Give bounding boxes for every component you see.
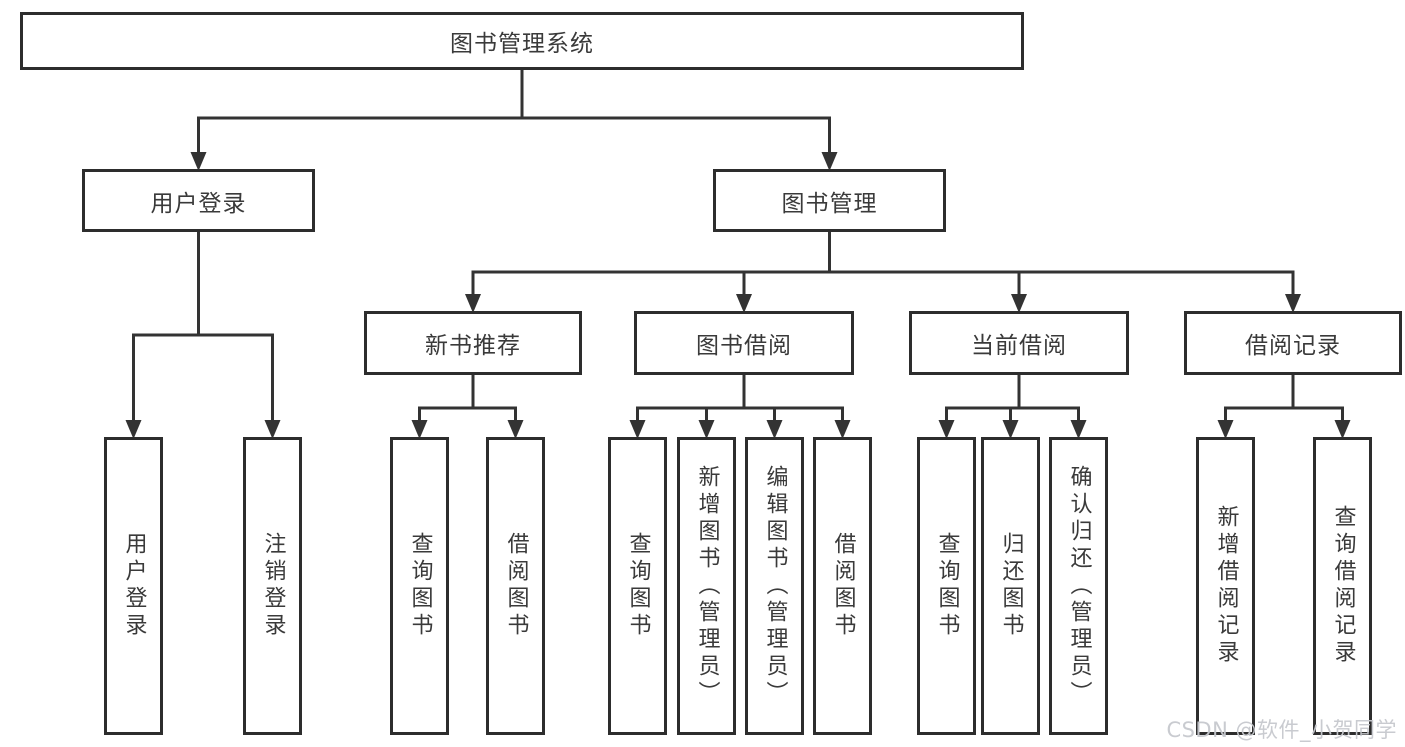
arrowhead-icon — [1217, 420, 1234, 439]
arrowhead-icon — [264, 420, 281, 439]
node-label: 确认归还（管理员） — [1066, 464, 1092, 708]
node-label: 查询借阅记录 — [1330, 505, 1356, 667]
node-login: 用户登录 — [104, 437, 163, 735]
node-cb-return: 归还图书 — [981, 437, 1040, 735]
arrowhead-icon — [698, 420, 715, 439]
node-user-login: 用户登录 — [82, 169, 315, 232]
node-label: 归还图书 — [998, 532, 1024, 640]
arrowhead-icon — [507, 420, 524, 439]
watermark: CSDN @软件_小贺同学 — [1166, 718, 1397, 742]
node-bb-borrow: 借阅图书 — [813, 437, 872, 735]
node-br-add: 新增借阅记录 — [1196, 437, 1255, 735]
node-bb-edit: 编辑图书（管理员） — [745, 437, 804, 735]
arrowhead-icon — [1070, 420, 1087, 439]
node-label: 新书推荐 — [425, 333, 521, 359]
node-label: 用户登录 — [121, 532, 147, 640]
node-book-borrow: 图书借阅 — [634, 311, 854, 375]
node-label: 查询图书 — [934, 532, 960, 640]
node-new-book-rec: 新书推荐 — [364, 311, 582, 375]
arrowhead-icon — [465, 294, 481, 313]
node-label: 新增图书（管理员） — [694, 464, 720, 708]
arrowhead-icon — [938, 420, 955, 439]
node-label: 编辑图书（管理员） — [762, 464, 788, 708]
node-label: 图书借阅 — [696, 333, 792, 359]
node-current-borrow: 当前借阅 — [909, 311, 1129, 375]
node-label: 借阅记录 — [1245, 333, 1341, 359]
arrowhead-icon — [1334, 420, 1351, 439]
node-label: 用户登录 — [150, 190, 247, 217]
node-label: 查询图书 — [407, 532, 433, 640]
node-root: 图书管理系统 — [20, 12, 1024, 70]
node-borrow-records: 借阅记录 — [1184, 311, 1402, 375]
node-rec-query: 查询图书 — [390, 437, 449, 735]
node-cb-query: 查询图书 — [917, 437, 976, 735]
node-logout: 注销登录 — [243, 437, 302, 735]
node-label: 新增借阅记录 — [1213, 505, 1239, 667]
arrowhead-icon — [834, 420, 851, 439]
node-label: 借阅图书 — [503, 532, 529, 640]
arrowhead-icon — [190, 152, 207, 171]
arrowhead-icon — [1011, 294, 1027, 313]
node-label: 图书管理系统 — [450, 31, 594, 57]
node-label: 注销登录 — [260, 532, 286, 640]
arrowhead-icon — [125, 420, 142, 439]
arrowhead-icon — [411, 420, 428, 439]
arrowhead-icon — [821, 152, 838, 171]
node-label: 当前借阅 — [971, 333, 1067, 359]
node-br-query: 查询借阅记录 — [1313, 437, 1372, 735]
arrowhead-icon — [736, 294, 752, 313]
node-label: 图书管理 — [781, 190, 878, 217]
arrowhead-icon — [1285, 294, 1301, 313]
node-rec-borrow: 借阅图书 — [486, 437, 545, 735]
arrowhead-icon — [629, 420, 646, 439]
node-cb-confirm: 确认归还（管理员） — [1049, 437, 1108, 735]
arrowhead-icon — [766, 420, 783, 439]
arrowhead-icon — [1002, 420, 1019, 439]
node-label: 查询图书 — [625, 532, 651, 640]
node-bb-query: 查询图书 — [608, 437, 667, 735]
node-bb-add: 新增图书（管理员） — [677, 437, 736, 735]
node-label: 借阅图书 — [830, 532, 856, 640]
node-book-mgmt: 图书管理 — [713, 169, 946, 232]
